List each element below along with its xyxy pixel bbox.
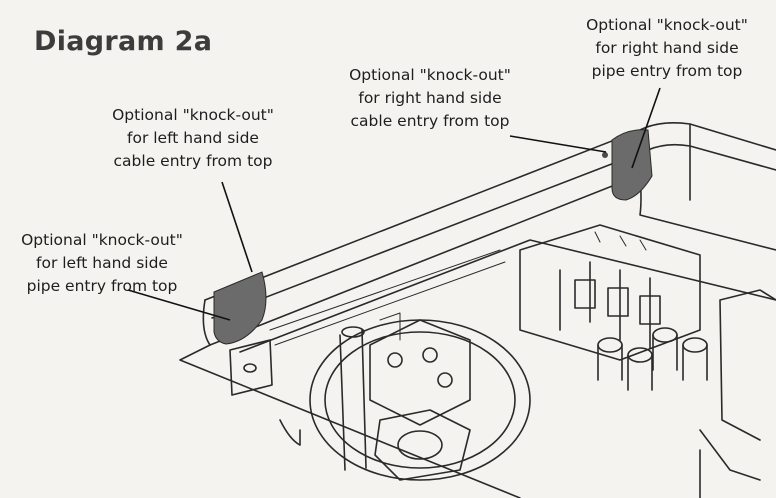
base-plate (179, 344, 521, 498)
label-left-pipe-knockout: Optional "knock-out" for left hand side … (2, 229, 202, 298)
label-left-cable-knockout: Optional "knock-out" for left hand side … (88, 104, 298, 173)
label-line: Optional "knock-out" (112, 106, 274, 124)
label-line: for left hand side (36, 254, 168, 272)
label-line: Optional "knock-out" (21, 231, 183, 249)
label-line: Optional "knock-out" (586, 16, 748, 34)
label-right-cable-knockout: Optional "knock-out" for right hand side… (320, 64, 540, 133)
knockout-right-pipe (611, 129, 653, 201)
knockout-right-cable (602, 152, 608, 158)
knockout-left-pipe (213, 271, 267, 345)
label-line: Optional "knock-out" (349, 66, 511, 84)
leader-left-pipe (127, 289, 231, 321)
label-line: cable entry from top (113, 152, 273, 170)
label-line: for left hand side (127, 129, 259, 147)
label-line: for right hand side (595, 39, 739, 57)
label-line: pipe entry from top (26, 277, 178, 295)
leader-right-cable (509, 135, 607, 153)
label-line: cable entry from top (350, 112, 510, 130)
leader-left-cable (221, 181, 253, 273)
terminal-block (519, 224, 701, 361)
label-right-pipe-knockout: Optional "knock-out" for right hand side… (562, 14, 772, 83)
diagram-title: Diagram 2a (34, 26, 213, 57)
label-line: pipe entry from top (591, 62, 743, 80)
label-line: for right hand side (358, 89, 502, 107)
leader-right-pipe (631, 87, 661, 169)
